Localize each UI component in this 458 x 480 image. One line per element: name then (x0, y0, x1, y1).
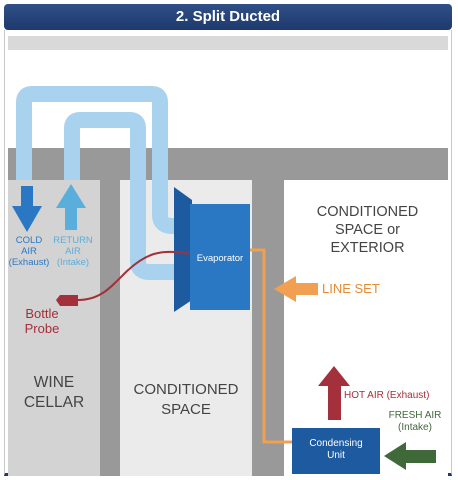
ceiling-band (8, 36, 448, 50)
diagram-title: 2. Split Ducted (4, 4, 452, 30)
line-set-pipe (250, 248, 292, 444)
cold-air-arrow (12, 186, 42, 232)
conditioned-exterior-label: CONDITIONED SPACE or EXTERIOR (316, 204, 419, 256)
evaporator-left-panel (174, 187, 192, 312)
cold-air-label: COLD AIR (Exhaust) (8, 235, 50, 268)
wine-cellar-label: WINE CELLAR (23, 374, 85, 411)
wine-cellar-room (8, 180, 100, 476)
return-air-arrow (56, 184, 86, 230)
line-set-label: LINE SET (322, 281, 380, 296)
line-set-arrow (274, 276, 318, 302)
return-air-label: RETURN AIR (Intake) (53, 235, 93, 268)
bottle-probe-icon (56, 295, 78, 306)
ceiling-wall (8, 148, 448, 180)
exterior-room (284, 180, 448, 476)
hot-air-label: HOT AIR (Exhaust) (344, 390, 430, 401)
cold-air-duct (15, 86, 190, 234)
probe-cable (77, 250, 191, 301)
condensing-unit-body (292, 428, 380, 474)
fresh-air-arrow (384, 442, 436, 470)
exterior-wall (252, 180, 284, 476)
return-air-duct (64, 112, 190, 280)
fresh-air-label: FRESH AIR (Intake) (388, 410, 442, 433)
bottle-probe-label: Bottle Probe (24, 306, 60, 336)
hot-air-arrow (318, 366, 350, 420)
evaporator-label: Evaporator (196, 253, 244, 264)
evaporator-body (190, 204, 250, 310)
conditioned-space-label: CONDITIONED SPACE (133, 381, 239, 418)
condensing-unit-label: Condensing Unit (309, 438, 363, 461)
cellar-wall (100, 180, 120, 476)
